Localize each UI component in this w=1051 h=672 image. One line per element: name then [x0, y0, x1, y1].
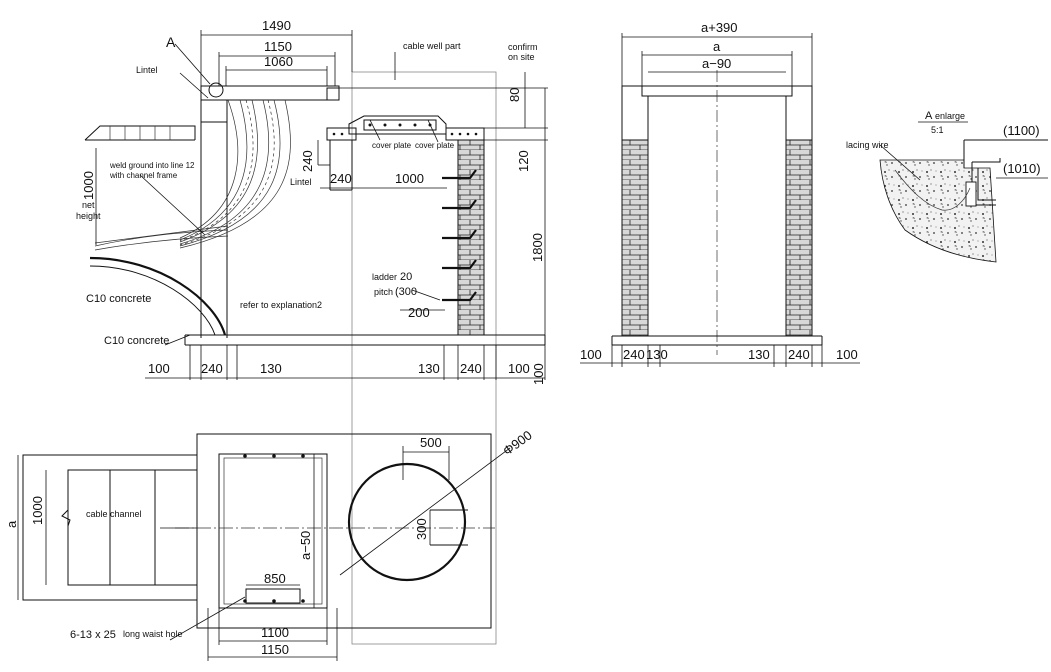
- dim-80: 80: [507, 88, 522, 102]
- detail-a-enlarge: A enlarge 5:1 lacing wire (1100) (1010): [846, 110, 1048, 263]
- dim-phi900: Φ900: [500, 427, 535, 458]
- label-cover-plate-2: cover plate: [415, 141, 455, 150]
- label-hole-txt: long waist hole: [123, 629, 183, 639]
- front-elevation: a+390 a a−90 100 240 130 130 240 100: [580, 20, 860, 367]
- dim-a: a: [713, 39, 721, 54]
- dim-r100b: 100: [836, 347, 858, 362]
- dim-b240a: 240: [201, 361, 223, 376]
- dim-1800: 1800: [530, 233, 545, 262]
- label-pitch: pitch: [374, 287, 393, 297]
- label-hole-num: 6-13 x 25: [70, 629, 116, 641]
- dim-r240a: 240: [623, 347, 645, 362]
- dim-20: 20: [400, 271, 412, 283]
- dim-240h: 240: [330, 171, 352, 186]
- label-c10-upper: C10 concrete: [86, 293, 151, 305]
- dim-r130a: 130: [646, 347, 668, 362]
- label-net: net: [82, 200, 95, 210]
- detail-scale: 5:1: [931, 125, 944, 135]
- dim-1000-net: 1000: [81, 171, 96, 200]
- label-refer: refer to explanation2: [240, 300, 322, 310]
- label-on-site: on site: [508, 52, 535, 62]
- dim-plan-500: 500: [420, 435, 442, 450]
- dim-b130b: 130: [418, 361, 440, 376]
- dim-a90: a−90: [702, 56, 731, 71]
- label-weld-1: weld ground into line 12: [109, 161, 195, 170]
- label-cable-channel: cable channel: [86, 509, 142, 519]
- dim-1490: 1490: [262, 18, 291, 33]
- dim-300: (300: [395, 286, 417, 298]
- label-confirm: confirm: [508, 42, 538, 52]
- dim-1060: 1060: [264, 54, 293, 69]
- label-cable-well-part: cable well part: [403, 41, 461, 51]
- dim-plan-1100: 1100: [261, 625, 289, 640]
- label-lintel-mid: Lintel: [290, 177, 312, 187]
- dim-1000h: 1000: [395, 171, 424, 186]
- dim-200: 200: [408, 305, 430, 320]
- detail-a-letter: A: [925, 110, 933, 122]
- detail-enlarge: enlarge: [935, 111, 965, 121]
- label-lacing-wire: lacing wire: [846, 140, 889, 150]
- dim-a390: a+390: [701, 20, 738, 35]
- section-elevation: A Lintel Lintel weld ground into line 12…: [76, 18, 548, 645]
- label-height: height: [76, 211, 101, 221]
- dim-b100v: 100: [531, 363, 546, 385]
- dim-plan-a: a: [4, 520, 19, 528]
- label-c10-lower: C10 concrete: [104, 335, 169, 347]
- dim-r240b: 240: [788, 347, 810, 362]
- label-ladder: ladder: [372, 272, 397, 282]
- mark-a: A: [166, 34, 176, 50]
- label-lintel-top: Lintel: [136, 65, 158, 75]
- dim-plan-1150: 1150: [261, 642, 289, 657]
- dim-1150: 1150: [264, 39, 292, 54]
- dim-b130a: 130: [260, 361, 282, 376]
- dim-r130b: 130: [748, 347, 770, 362]
- dim-b100a: 100: [148, 361, 170, 376]
- dim-b100b: 100: [508, 361, 530, 376]
- manhole-circle: [347, 462, 467, 582]
- label-weld-2: with channel frame: [109, 171, 178, 180]
- detail-a-marker: [208, 82, 224, 98]
- dim-120: 120: [516, 150, 531, 172]
- dim-plan-1000: 1000: [30, 496, 45, 525]
- label-cover-plate-1: cover plate: [372, 141, 412, 150]
- dim-240v: 240: [300, 150, 315, 172]
- dim-plan-850: 850: [264, 571, 286, 586]
- dim-e1100: (1100): [1003, 123, 1040, 138]
- plan-view: cable channel 6-13 x 25 long waist hole …: [4, 427, 535, 661]
- dim-plan-a50: a−50: [298, 531, 313, 560]
- dim-plan-300: 300: [414, 518, 429, 540]
- lintel-block: [200, 99, 228, 123]
- dim-r100a: 100: [580, 347, 602, 362]
- dim-e1010: (1010): [1003, 161, 1041, 176]
- dim-b240b: 240: [460, 361, 482, 376]
